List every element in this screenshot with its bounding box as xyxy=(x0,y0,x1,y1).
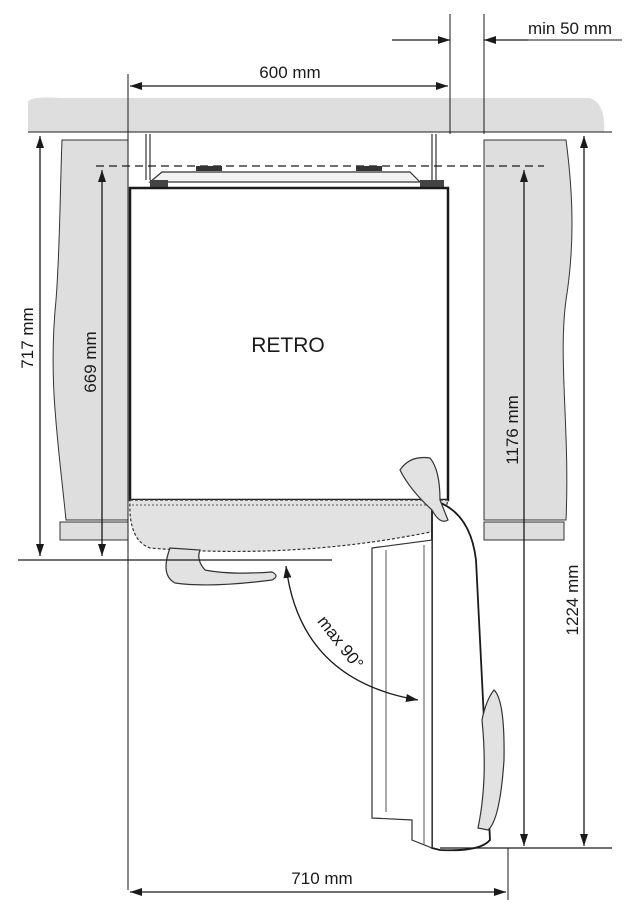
left-cabinet-plinth xyxy=(59,521,129,541)
dim-label-600: 600 mm xyxy=(259,63,320,82)
worktop xyxy=(28,97,605,132)
open-door xyxy=(431,498,491,852)
open-door-handle-top xyxy=(399,456,449,522)
left-cabinet xyxy=(52,139,129,521)
top-left-block xyxy=(150,180,168,188)
appliance-body xyxy=(128,186,450,502)
back-element-tab-right xyxy=(356,166,382,171)
dim-label-710: 710 mm xyxy=(291,869,352,888)
appliance-back-element xyxy=(148,171,422,183)
dim-label-669: 669 mm xyxy=(81,331,100,392)
door-angle-label: max 90° xyxy=(314,612,367,673)
closed-door-handle xyxy=(165,547,277,586)
dim-label-1224: 1224 mm xyxy=(563,565,582,636)
closed-door-outline xyxy=(129,499,449,553)
appliance-label: RETRO xyxy=(251,334,325,357)
back-element-tab-left xyxy=(196,166,222,171)
right-cabinet xyxy=(483,139,573,521)
open-door-handle-bottom xyxy=(477,689,505,831)
door-angle-arc xyxy=(283,565,419,702)
open-door-inner xyxy=(371,539,433,849)
dim-label-1176: 1176 mm xyxy=(503,395,522,465)
dim-label-717: 717 mm xyxy=(18,307,37,368)
top-right-block xyxy=(420,180,444,188)
dim-label-50: min 50 mm xyxy=(528,19,612,38)
